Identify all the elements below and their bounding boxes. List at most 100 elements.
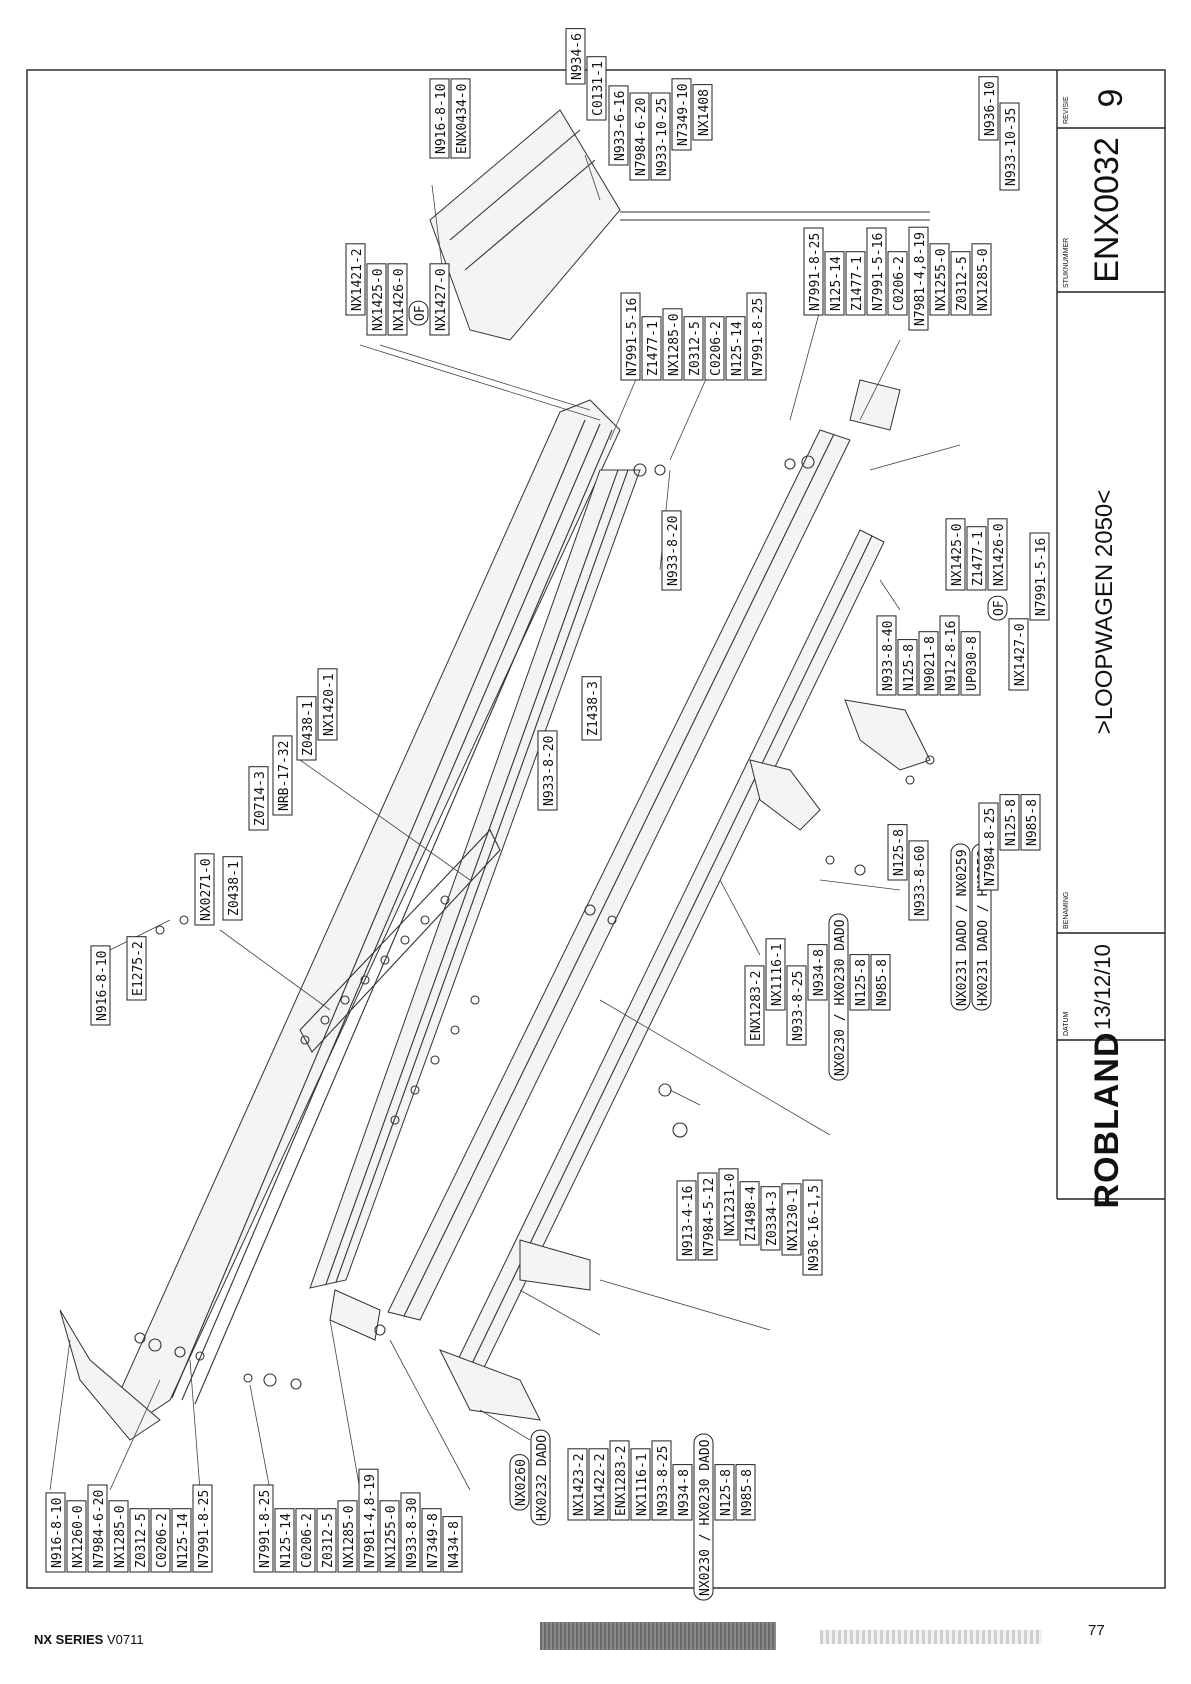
label-box-rounded bbox=[987, 595, 1008, 621]
part-label-nx1285-0: NX1285-0 bbox=[971, 243, 992, 316]
label-text: N7349-10 bbox=[676, 83, 691, 146]
part-label-c0131-1: C0131-1 bbox=[586, 56, 607, 121]
label-text: NX1422-2 bbox=[593, 1453, 608, 1516]
label-box bbox=[567, 1448, 588, 1521]
part-label-n7991-8-25: N7991-8-25 bbox=[192, 1484, 213, 1573]
part-label-z0438-1: Z0438-1 bbox=[222, 856, 243, 921]
label-box bbox=[807, 944, 828, 1001]
label-text: NX1230-1 bbox=[786, 1188, 801, 1251]
label-text: NX1285-0 bbox=[667, 313, 682, 376]
label-text: ENX1283-2 bbox=[614, 1446, 629, 1516]
label-text: NX1420-1 bbox=[322, 673, 337, 736]
label-box bbox=[248, 766, 269, 831]
part-label-enx0434-0: ENX0434-0 bbox=[450, 78, 471, 159]
label-box bbox=[760, 1186, 781, 1251]
part-label-n933-8-25: N933-8-25 bbox=[786, 965, 807, 1046]
label-box bbox=[651, 1440, 672, 1521]
label-text: N934-6 bbox=[570, 33, 585, 80]
part-label-n7984-8-25: N7984-8-25 bbox=[978, 802, 999, 891]
part-label-n985-8: N985-8 bbox=[1020, 794, 1041, 851]
part-label-n912-8-16: N912-8-16 bbox=[939, 615, 960, 696]
label-text: NX1425-0 bbox=[950, 523, 965, 586]
label-text: HX0232 DADO bbox=[535, 1435, 550, 1521]
part-label-c0206-2: C0206-2 bbox=[704, 316, 725, 381]
label-text: N7981-4,8-19 bbox=[913, 232, 928, 326]
part-label-nx1422-2: NX1422-2 bbox=[588, 1448, 609, 1521]
part-label-n7991-5-16: N7991-5-16 bbox=[866, 227, 887, 316]
part-label-z1477-1: Z1477-1 bbox=[845, 251, 866, 316]
part-label-n7991-8-25: N7991-8-25 bbox=[253, 1484, 274, 1573]
label-text: N7349-8 bbox=[426, 1513, 441, 1568]
label-box bbox=[90, 945, 111, 1026]
part-label-c0206-2: C0206-2 bbox=[295, 1508, 316, 1573]
bracket-top-right bbox=[849, 379, 901, 431]
label-box bbox=[337, 1500, 358, 1573]
label-text: C0206-2 bbox=[892, 256, 907, 311]
title-block: ROBLAND DATUM 13/12/10 BENAMING >LOOPWAG… bbox=[1056, 70, 1165, 1208]
label-text: NX1427-0 bbox=[434, 268, 449, 331]
label-text: N933-8-25 bbox=[791, 971, 806, 1041]
label-box bbox=[939, 615, 960, 696]
part-label-n7981-4-8-19: N7981-4,8-19 bbox=[358, 1468, 379, 1573]
label-box bbox=[609, 1440, 630, 1521]
part-label-n934-8: N934-8 bbox=[672, 1464, 693, 1521]
part-label-z0714-3: Z0714-3 bbox=[248, 766, 269, 831]
part-label-z1477-1: Z1477-1 bbox=[641, 316, 662, 381]
label-text: N7984-6-20 bbox=[92, 1490, 107, 1568]
label-box bbox=[630, 1448, 651, 1521]
label-text: N7984-6-20 bbox=[634, 98, 649, 176]
label-text: N913-4-16 bbox=[681, 1186, 696, 1256]
label-text: N125-14 bbox=[176, 1513, 191, 1568]
label-box bbox=[45, 1492, 66, 1573]
label-text: Z0438-1 bbox=[301, 701, 316, 756]
label-box bbox=[358, 1468, 379, 1573]
part-label-nx0230-hx0230-dado: NX0230 / HX0230 DADO bbox=[693, 1433, 714, 1601]
label-box bbox=[725, 316, 746, 381]
label-text: NX0230 / HX0230 DADO bbox=[698, 1439, 713, 1596]
part-label-nx1285-0: NX1285-0 bbox=[662, 308, 683, 381]
label-text: N7981-4,8-19 bbox=[363, 1474, 378, 1568]
label-box-rounded bbox=[693, 1433, 714, 1601]
part-label-c0206-2: C0206-2 bbox=[887, 251, 908, 316]
footer-barcode bbox=[540, 1622, 776, 1650]
label-text: OF bbox=[992, 600, 1007, 616]
label-box bbox=[87, 1484, 108, 1573]
label-box bbox=[295, 1508, 316, 1573]
part-label-c0206-2: C0206-2 bbox=[150, 1508, 171, 1573]
part-label-n7981-4-8-19: N7981-4,8-19 bbox=[908, 226, 929, 331]
label-text: N125-14 bbox=[730, 321, 745, 376]
label-text: Z0438-1 bbox=[227, 861, 242, 916]
part-label-n933-8-20: N933-8-20 bbox=[537, 730, 558, 811]
label-box bbox=[1020, 794, 1041, 851]
label-text: NX1427-0 bbox=[1013, 623, 1028, 686]
label-box bbox=[662, 308, 683, 381]
label-box bbox=[918, 631, 939, 696]
part-label-n936-16-1-5: N936-16-1,5 bbox=[802, 1179, 823, 1276]
label-text: N933-8-20 bbox=[666, 516, 681, 586]
leader-lines bbox=[49, 154, 961, 1491]
part-label-n7984-6-20: N7984-6-20 bbox=[629, 92, 650, 181]
part-label-n933-10-25: N933-10-25 bbox=[650, 92, 671, 181]
label-box bbox=[692, 84, 713, 141]
label-text: N7991-8-25 bbox=[197, 1490, 212, 1568]
part-label-z0334-3: Z0334-3 bbox=[760, 1186, 781, 1251]
datum-value: 13/12/10 bbox=[1090, 944, 1115, 1030]
label-text: N125-8 bbox=[902, 644, 917, 691]
part-label-n125-14: N125-14 bbox=[725, 316, 746, 381]
part-label-nx0260: NX0260 bbox=[509, 1454, 530, 1511]
part-label-nx1260-0: NX1260-0 bbox=[66, 1500, 87, 1573]
label-box bbox=[966, 526, 987, 591]
label-box bbox=[588, 1448, 609, 1521]
label-text: Z0334-3 bbox=[765, 1191, 780, 1246]
label-box-rounded bbox=[950, 843, 971, 1011]
label-box bbox=[1008, 618, 1029, 691]
label-text: NX1426-0 bbox=[392, 268, 407, 331]
part-label-n934-8: N934-8 bbox=[807, 944, 828, 1001]
part-label-n434-8: N434-8 bbox=[442, 1516, 463, 1573]
label-box bbox=[442, 1516, 463, 1573]
label-box bbox=[379, 1500, 400, 1573]
label-text: Z0312-5 bbox=[955, 256, 970, 311]
label-text: Z0312-5 bbox=[134, 1513, 149, 1568]
label-text: NX1425-0 bbox=[371, 268, 386, 331]
part-label-n985-8: N985-8 bbox=[870, 954, 891, 1011]
